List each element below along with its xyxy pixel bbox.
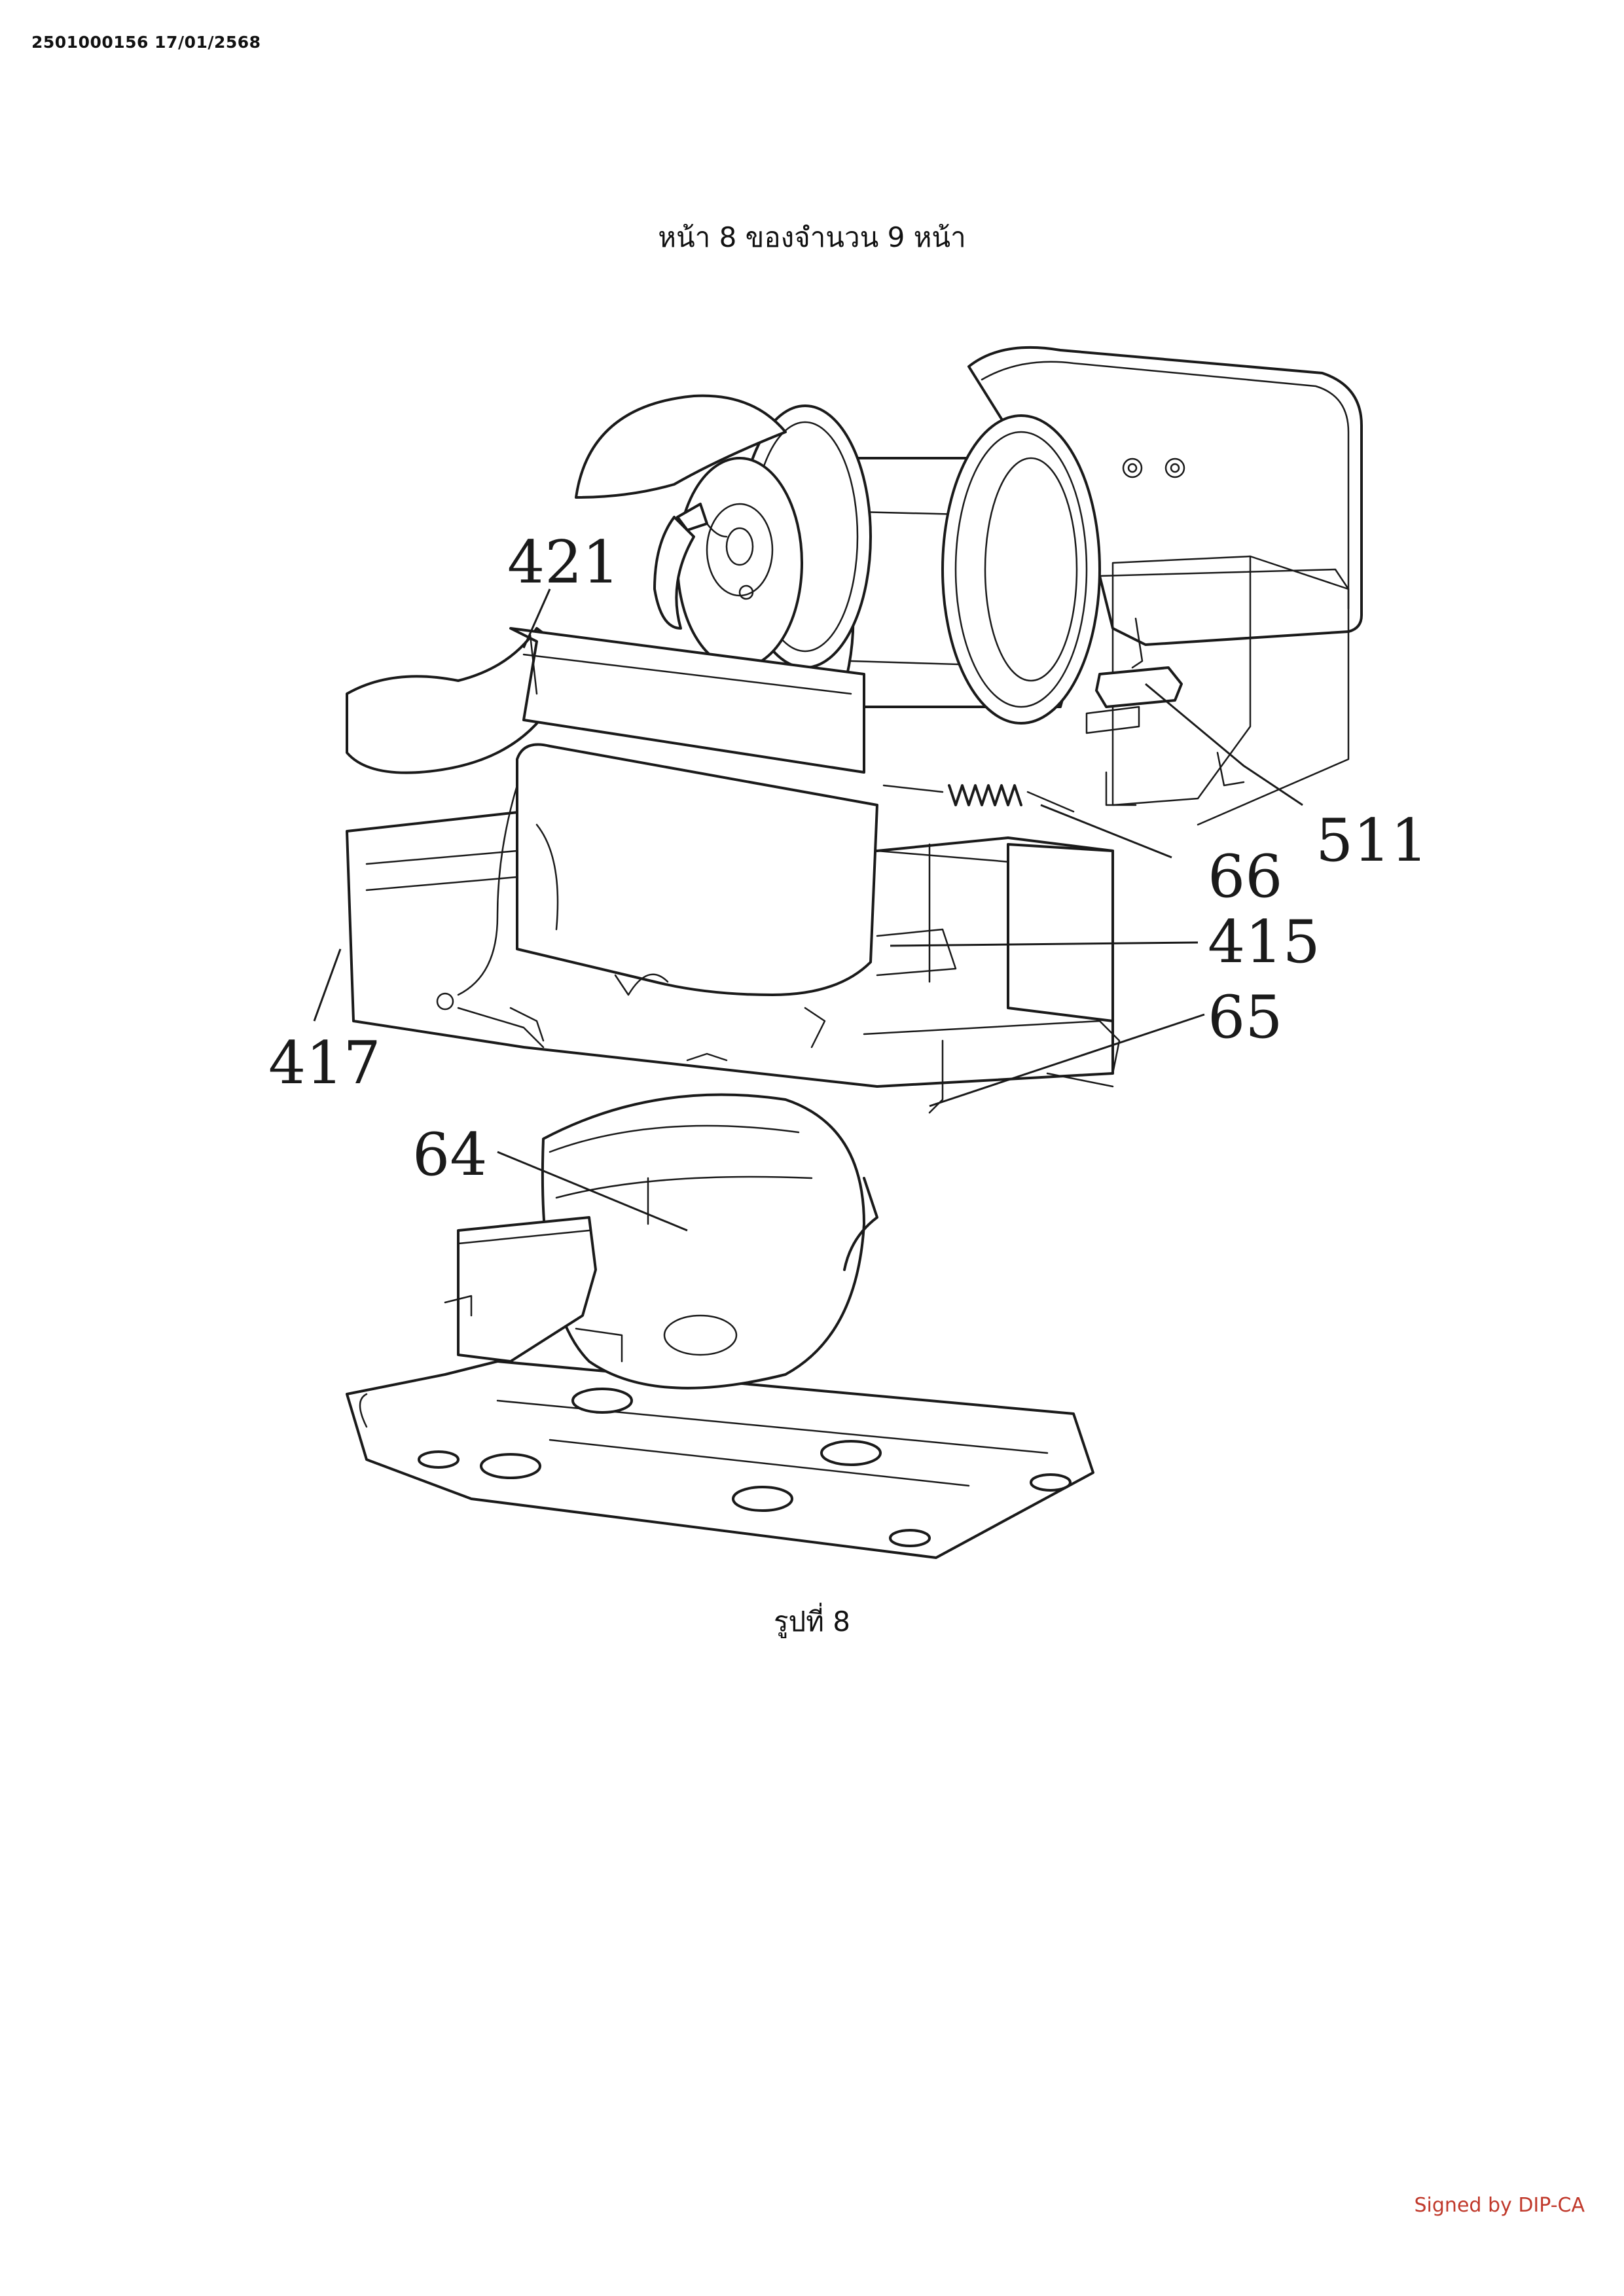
leader-65 <box>929 1013 1205 1107</box>
leader-lines <box>313 588 1303 1232</box>
part-label-511: 511 <box>1316 806 1428 875</box>
leader-511 <box>1145 683 1303 806</box>
compressor-assembly <box>346 1093 1094 1559</box>
part-label-65: 65 <box>1208 983 1283 1052</box>
part-label-64: 64 <box>412 1121 488 1189</box>
leader-415 <box>890 941 1199 947</box>
part-labels: 421 511 66 415 65 417 64 <box>268 528 1428 1189</box>
page-header: หน้า 8 ของจำนวน 9 หน้า <box>658 221 966 253</box>
part-label-415: 415 <box>1208 908 1320 977</box>
figure-caption: รูปที่ 8 <box>774 1605 850 1638</box>
drum-shaft <box>575 394 1101 725</box>
part-label-66: 66 <box>1208 842 1283 911</box>
document-id-stamp: 2501000156 17/01/2568 <box>31 33 261 52</box>
drum-housing <box>967 346 1363 826</box>
leader-417 <box>313 948 342 1022</box>
digital-signature: Signed by DIP-CA <box>1414 2194 1585 2217</box>
part-label-421: 421 <box>507 528 620 597</box>
tray-421 <box>346 627 865 774</box>
middle-chassis <box>346 743 1121 1114</box>
leader-66 <box>1040 804 1172 859</box>
part-label-417: 417 <box>268 1029 381 1098</box>
leader-64 <box>497 1151 688 1232</box>
leader-421 <box>522 588 551 649</box>
